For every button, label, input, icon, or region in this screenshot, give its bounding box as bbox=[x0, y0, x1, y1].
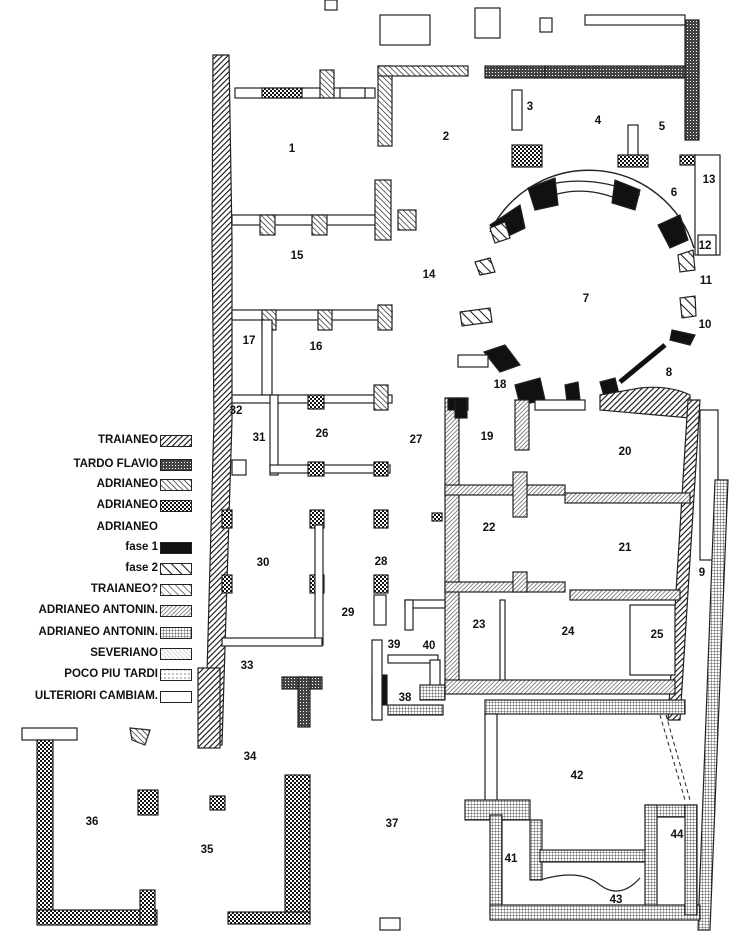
room-label-28: 28 bbox=[375, 556, 388, 568]
legend-swatch bbox=[160, 500, 192, 512]
north-fragment bbox=[379, 14, 431, 46]
room-label-32: 32 bbox=[230, 405, 243, 417]
legend-label: TRAIANEO? bbox=[90, 583, 158, 595]
legend-label: ADRIANEO ANTONIN. bbox=[38, 626, 158, 638]
legend-swatch bbox=[160, 669, 192, 681]
room-label-29: 29 bbox=[342, 607, 355, 619]
room-label-8: 8 bbox=[666, 367, 673, 379]
legend-item: SEVERIANO bbox=[0, 645, 200, 663]
room-label-19: 19 bbox=[481, 431, 494, 443]
room-label-39: 39 bbox=[388, 639, 401, 651]
west-wall bbox=[204, 54, 233, 746]
legend-item: ULTERIORI CAMBIAM. bbox=[0, 688, 200, 706]
walls bbox=[21, 0, 729, 931]
room-label-4: 4 bbox=[595, 115, 602, 127]
room-label-40: 40 bbox=[423, 640, 436, 652]
room-label-22: 22 bbox=[483, 522, 496, 534]
room-label-20: 20 bbox=[619, 446, 632, 458]
legend-item: ADRIANEO ANTONIN. bbox=[0, 624, 200, 642]
room-label-17: 17 bbox=[243, 335, 256, 347]
room-label-18: 18 bbox=[494, 379, 507, 391]
room-label-23: 23 bbox=[473, 619, 486, 631]
legend-label: fase 2 bbox=[125, 562, 158, 574]
legend-swatch bbox=[160, 627, 192, 639]
legend-label: ULTERIORI CAMBIAM. bbox=[34, 690, 158, 702]
room-label-1: 1 bbox=[289, 143, 296, 155]
legend-label: TRAIANEO bbox=[97, 434, 158, 446]
legend-label: ADRIANEO bbox=[96, 478, 158, 490]
room-label-7: 7 bbox=[583, 293, 589, 305]
room-label-9: 9 bbox=[699, 567, 705, 579]
room-label-14: 14 bbox=[423, 269, 436, 281]
wall-room-19-20 bbox=[444, 397, 460, 689]
legend-label: POCO PIU TARDI bbox=[64, 668, 158, 680]
legend-label: ADRIANEO bbox=[96, 499, 158, 511]
legend-item: ADRIANEO bbox=[0, 476, 200, 494]
legend-label: ADRIANEO ANTONIN. bbox=[38, 604, 158, 616]
legend-item: fase 1 bbox=[0, 539, 200, 557]
room-label-21: 21 bbox=[619, 542, 632, 554]
legend-swatch bbox=[160, 691, 192, 703]
room-label-11: 11 bbox=[700, 275, 713, 287]
room-label-13: 13 bbox=[703, 174, 716, 186]
legend-swatch bbox=[160, 605, 192, 617]
rotunda-wall-room-7 bbox=[489, 169, 695, 249]
room-36-outer-wall bbox=[21, 727, 78, 741]
legend-item: TRAIANEO? bbox=[0, 581, 200, 599]
legend-label: fase 1 bbox=[125, 541, 158, 553]
room-label-36: 36 bbox=[86, 816, 99, 828]
legend-item: POCO PIU TARDI bbox=[0, 666, 200, 684]
legend-label: TARDO FLAVIO bbox=[73, 458, 158, 470]
room-label-12: 12 bbox=[699, 240, 712, 252]
legend-swatch bbox=[160, 435, 192, 447]
legend-item: ADRIANEO bbox=[0, 519, 200, 537]
room-label-35: 35 bbox=[201, 844, 214, 856]
legend-item: ADRIANEO ANTONIN. bbox=[0, 602, 200, 620]
legend-swatch bbox=[160, 648, 192, 660]
wall-row-1-15 bbox=[231, 214, 383, 226]
legend-swatch bbox=[160, 459, 192, 471]
legend-item: TRAIANEO bbox=[0, 432, 200, 450]
room-label-41: 41 bbox=[505, 853, 518, 865]
legend-item: TARDO FLAVIO bbox=[0, 456, 200, 474]
room-label-27: 27 bbox=[410, 434, 423, 446]
room-label-31: 31 bbox=[253, 432, 266, 444]
room-label-3: 3 bbox=[527, 101, 533, 113]
room-label-37: 37 bbox=[386, 818, 399, 830]
legend-swatch bbox=[160, 584, 192, 596]
room-label-16: 16 bbox=[310, 341, 323, 353]
legend-item: fase 2 bbox=[0, 560, 200, 578]
room-label-30: 30 bbox=[257, 557, 270, 569]
legend-item: ADRIANEO bbox=[0, 497, 200, 515]
legend-label: ADRIANEO bbox=[96, 521, 158, 533]
room-label-15: 15 bbox=[291, 250, 304, 262]
legend-swatch bbox=[160, 563, 192, 575]
room-label-5: 5 bbox=[659, 121, 666, 133]
room-label-25: 25 bbox=[651, 629, 664, 641]
room-label-6: 6 bbox=[671, 187, 677, 199]
room-label-38: 38 bbox=[399, 692, 412, 704]
legend-label: SEVERIANO bbox=[90, 647, 158, 659]
legend-swatch bbox=[160, 479, 192, 491]
north-wall-rooms-1-2 bbox=[234, 87, 376, 99]
room-label-10: 10 bbox=[699, 319, 712, 331]
room-label-42: 42 bbox=[571, 770, 584, 782]
room-label-43: 43 bbox=[610, 894, 623, 906]
room-label-44: 44 bbox=[671, 829, 684, 841]
room-label-33: 33 bbox=[241, 660, 254, 672]
legend-swatch bbox=[160, 542, 192, 554]
room-label-24: 24 bbox=[562, 626, 575, 638]
room-label-2: 2 bbox=[443, 131, 449, 143]
room-label-26: 26 bbox=[316, 428, 329, 440]
room-label-34: 34 bbox=[244, 751, 257, 763]
